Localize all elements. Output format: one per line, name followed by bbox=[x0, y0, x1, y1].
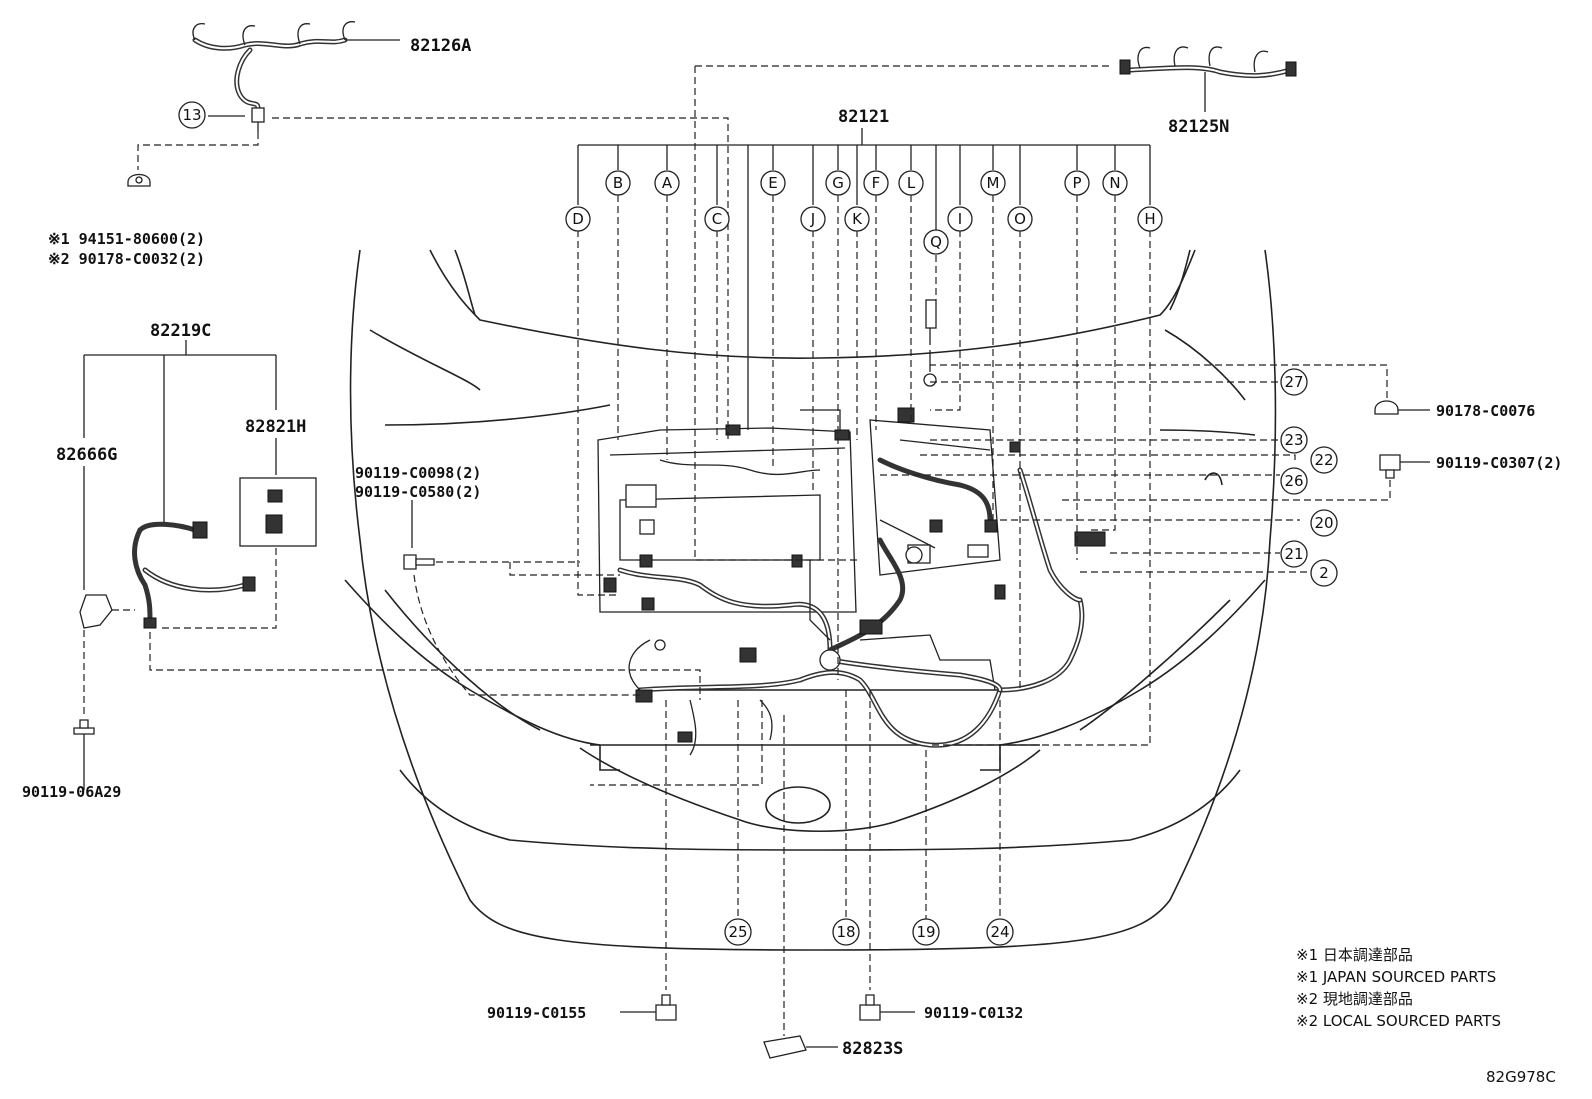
connector-n: N bbox=[1102, 170, 1128, 196]
label-90119-C0155: 90119-C0155 bbox=[487, 1004, 586, 1022]
connector-p-text: P bbox=[1072, 174, 1081, 192]
callout-2: 2 bbox=[1310, 559, 1338, 587]
connector-d: D bbox=[565, 206, 591, 232]
label-90119-C0307: 90119-C0307(2) bbox=[1436, 454, 1562, 472]
connector-a: A bbox=[654, 170, 680, 196]
connector-m: M bbox=[980, 170, 1006, 196]
connector-c: C bbox=[704, 206, 730, 232]
connector-q: Q bbox=[923, 229, 949, 255]
connector-o-text: O bbox=[1014, 210, 1026, 228]
connector-b: B bbox=[605, 170, 631, 196]
connector-c-text: C bbox=[712, 210, 722, 228]
connector-m-text: M bbox=[987, 174, 1000, 192]
label-82126A: 82126A bbox=[410, 36, 471, 56]
connector-i-text: I bbox=[958, 210, 962, 228]
connector-g-text: G bbox=[832, 174, 844, 192]
harness-82126A bbox=[137, 21, 729, 440]
callout-18-text: 18 bbox=[836, 923, 855, 941]
callout-leaders bbox=[590, 381, 1310, 920]
note-1-jp: ※1 日本調達部品 bbox=[1296, 946, 1413, 964]
callout-21-text: 21 bbox=[1284, 545, 1303, 563]
callout-23: 23 bbox=[1280, 426, 1308, 454]
callout-26: 26 bbox=[1280, 467, 1308, 495]
callout-22-text: 22 bbox=[1314, 451, 1333, 469]
callout-2-text: 2 bbox=[1319, 564, 1329, 582]
connector-f: F bbox=[863, 170, 889, 196]
connector-b-text: B bbox=[613, 174, 623, 192]
callout-22: 22 bbox=[1310, 446, 1338, 474]
diagram-code: 82G978C bbox=[1486, 1068, 1556, 1086]
label-82121: 82121 bbox=[838, 107, 889, 127]
callout-23-text: 23 bbox=[1284, 431, 1303, 449]
label-90178-C0032: ※2 90178-C0032(2) bbox=[48, 250, 205, 268]
callout-27: 27 bbox=[1280, 368, 1308, 396]
connector-d-text: D bbox=[572, 210, 584, 228]
note-2-jp: ※2 現地調達部品 bbox=[1296, 990, 1413, 1008]
connector-e: E bbox=[760, 170, 786, 196]
callout-20-text: 20 bbox=[1314, 514, 1333, 532]
main-harness bbox=[603, 299, 1106, 756]
connector-p: P bbox=[1064, 170, 1090, 196]
connector-j-text: J bbox=[810, 210, 815, 228]
bolt-90119-C0098-icon bbox=[403, 500, 640, 696]
callout-24-text: 24 bbox=[990, 923, 1009, 941]
label-90178-C0076: 90178-C0076 bbox=[1436, 402, 1535, 420]
connector-k-text: K bbox=[852, 210, 863, 228]
callout-21: 21 bbox=[1280, 540, 1308, 568]
label-82125N: 82125N bbox=[1168, 117, 1229, 137]
connector-g: G bbox=[825, 170, 851, 196]
connector-q-text: Q bbox=[930, 233, 942, 251]
connector-l: L bbox=[898, 170, 924, 196]
engine-bay-outline bbox=[344, 249, 1277, 951]
connector-i: I bbox=[947, 206, 973, 232]
bolt-90119-C0155-icon bbox=[620, 700, 677, 1021]
bolt-90119-06A29-icon bbox=[73, 719, 95, 790]
harness-82219C bbox=[79, 340, 701, 715]
callout-25: 25 bbox=[724, 918, 752, 946]
bracket-82823S-icon bbox=[763, 715, 838, 1059]
label-90119-C0132: 90119-C0132 bbox=[924, 1004, 1023, 1022]
clip-94151-icon bbox=[127, 173, 151, 187]
clip-90178-C0076-icon bbox=[930, 364, 1430, 415]
connector-a-text: A bbox=[662, 174, 673, 192]
callout-19: 19 bbox=[912, 918, 940, 946]
note-1-en: ※1 JAPAN SOURCED PARTS bbox=[1296, 968, 1496, 986]
note-2-en: ※2 LOCAL SOURCED PARTS bbox=[1296, 1012, 1501, 1030]
label-82823S: 82823S bbox=[842, 1039, 903, 1059]
callout-19-text: 19 bbox=[916, 923, 935, 941]
bolt-90119-C0307-icon bbox=[1060, 454, 1430, 501]
connector-l-text: L bbox=[907, 174, 916, 192]
callout-27-text: 27 bbox=[1284, 373, 1303, 391]
connector-o: O bbox=[1007, 206, 1033, 232]
connector-k: K bbox=[844, 206, 870, 232]
connector-f-text: F bbox=[872, 174, 881, 192]
callout-26-text: 26 bbox=[1284, 472, 1303, 490]
connector-h: H bbox=[1137, 206, 1163, 232]
callout-13: 13 bbox=[178, 101, 206, 129]
label-90119-C0580: 90119-C0580(2) bbox=[355, 483, 481, 501]
connector-n-text: N bbox=[1109, 174, 1120, 192]
label-82666G: 82666G bbox=[56, 445, 117, 465]
harness-82125N bbox=[694, 46, 1297, 561]
label-82821H: 82821H bbox=[245, 417, 306, 437]
label-90119-C0098: 90119-C0098(2) bbox=[355, 464, 481, 482]
label-94151-80600: ※1 94151-80600(2) bbox=[48, 230, 205, 248]
callout-18: 18 bbox=[832, 918, 860, 946]
connector-j: J bbox=[800, 206, 826, 232]
callout-24: 24 bbox=[986, 918, 1014, 946]
number-callouts: 13 27 23 22 26 20 21 2 25 18 19 24 bbox=[178, 101, 1338, 946]
callout-13-text: 13 bbox=[182, 106, 201, 124]
bolt-90119-C0132-icon bbox=[859, 690, 915, 1021]
label-90119-06A29: 90119-06A29 bbox=[22, 783, 121, 801]
connector-h-text: H bbox=[1144, 210, 1155, 228]
callout-25-text: 25 bbox=[728, 923, 747, 941]
connector-e-text: E bbox=[768, 174, 777, 192]
connector-leaders bbox=[577, 128, 1151, 746]
callout-20: 20 bbox=[1310, 509, 1338, 537]
label-82219C: 82219C bbox=[150, 321, 211, 341]
